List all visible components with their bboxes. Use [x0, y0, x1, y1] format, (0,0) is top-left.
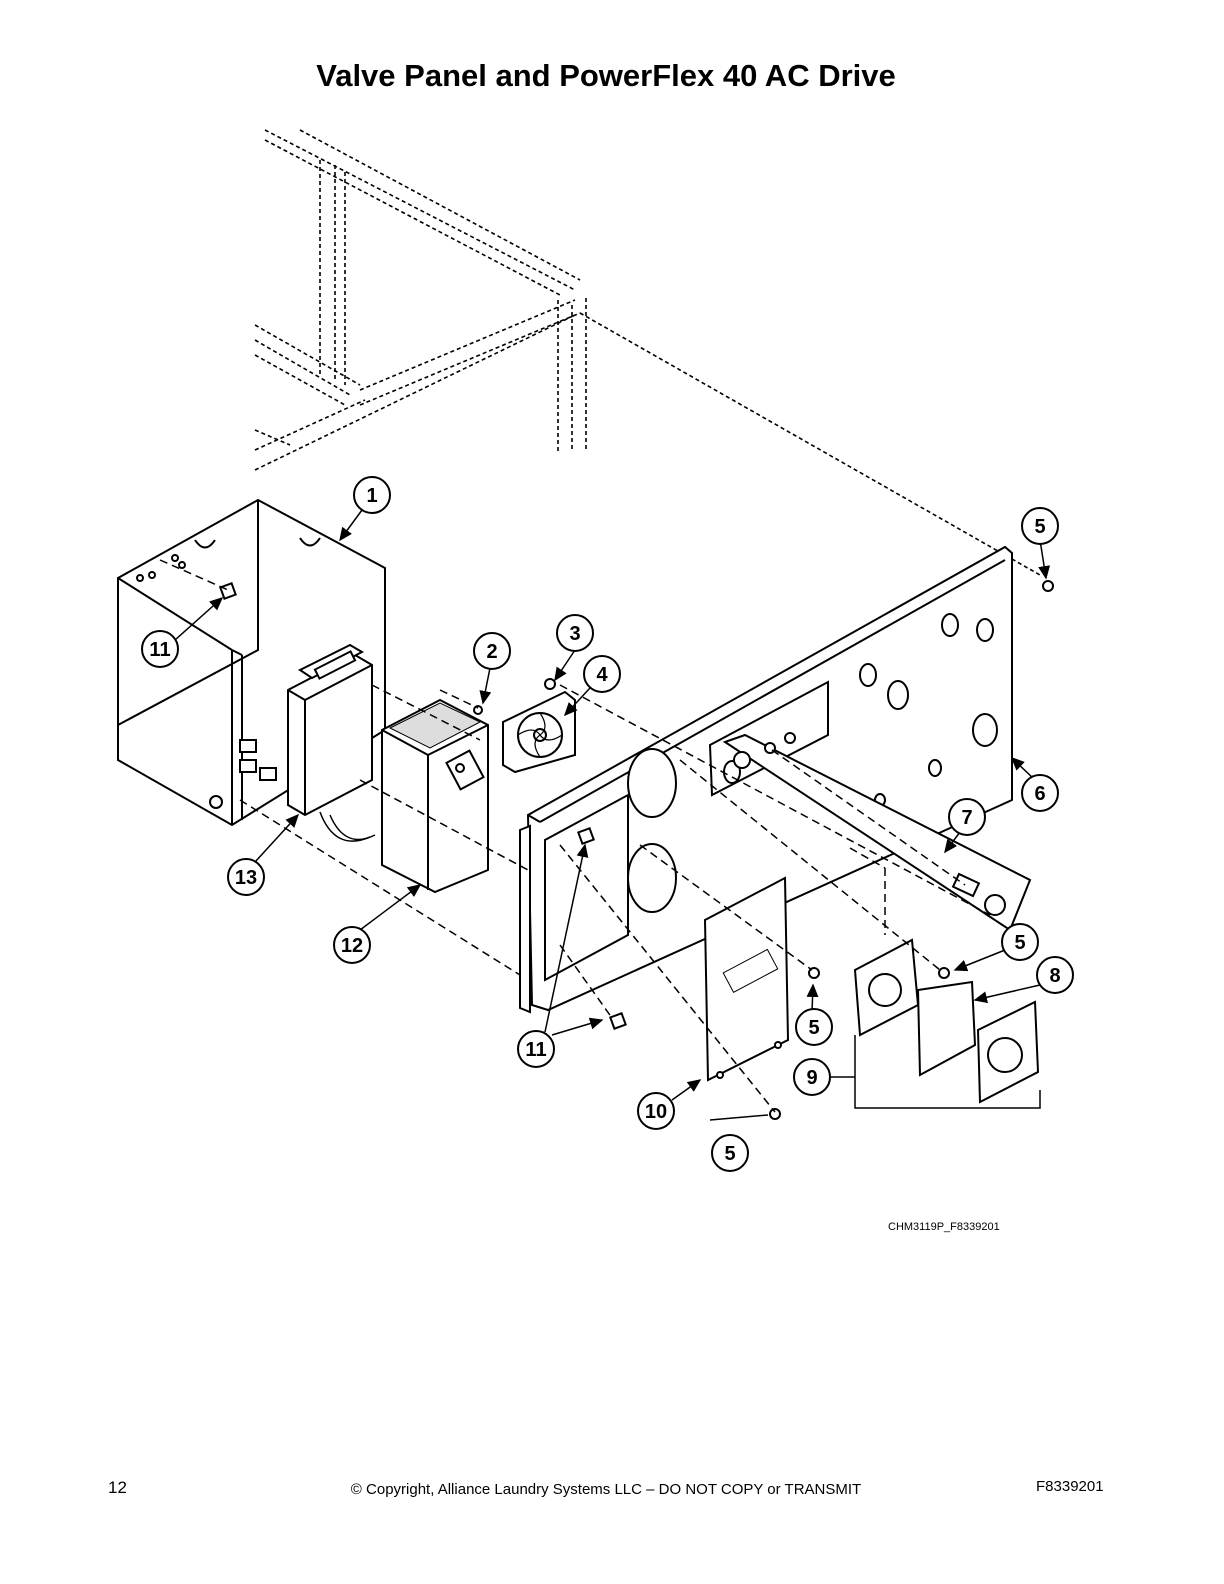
callout-13: 13 — [227, 858, 265, 896]
page-number: 12 — [108, 1478, 127, 1497]
terminal-module — [287, 643, 376, 842]
cover-plate — [703, 876, 790, 1082]
callout-5: 5 — [1021, 507, 1059, 545]
callout-label: 5 — [1014, 932, 1025, 954]
callout-5: 5 — [1001, 923, 1039, 961]
callout-label: 13 — [235, 867, 257, 889]
callout-circle — [637, 1092, 675, 1130]
callout-label: 1 — [366, 485, 377, 507]
leader-lines — [174, 509, 1051, 1121]
callout-circle — [353, 476, 391, 514]
callout-12: 12 — [333, 926, 371, 964]
callout-circle — [1001, 923, 1039, 961]
callout-10: 10 — [637, 1092, 675, 1130]
cooling-fan — [502, 690, 576, 774]
figure-code: CHM3119P_F8339201 — [888, 1221, 1000, 1233]
callout-1: 1 — [353, 476, 391, 514]
callout-label: 4 — [596, 664, 608, 686]
callout-label: 9 — [806, 1067, 817, 1089]
nut — [544, 678, 556, 690]
callout-label: 7 — [961, 807, 972, 829]
callout-7: 7 — [948, 798, 986, 836]
callout-circle — [141, 630, 179, 668]
callout-label: 6 — [1034, 783, 1045, 805]
callout-label: 3 — [569, 623, 580, 645]
callout-circle — [795, 1008, 833, 1046]
callout-label: 2 — [486, 641, 497, 663]
callout-circle — [583, 655, 621, 693]
callout-3: 3 — [556, 614, 594, 652]
copyright-notice: © Copyright, Alliance Laundry Systems LL… — [350, 1481, 862, 1498]
callout-circle — [1021, 774, 1059, 812]
callout-4: 4 — [583, 655, 621, 693]
callout-9: 9 — [793, 1058, 831, 1096]
screw — [473, 705, 483, 715]
callout-circle — [556, 614, 594, 652]
callout-circle — [517, 1030, 555, 1068]
callout-circle — [473, 632, 511, 670]
callout-6: 6 — [1021, 774, 1059, 812]
callout-circle — [948, 798, 986, 836]
callout-circle — [793, 1058, 831, 1096]
callout-label: 5 — [808, 1017, 819, 1039]
callout-label: 12 — [341, 935, 363, 957]
valve-panel — [519, 545, 1013, 1014]
callout-label: 8 — [1049, 965, 1060, 987]
callout-8: 8 — [1036, 956, 1074, 994]
assembly-lines — [159, 559, 991, 1113]
page-title: Valve Panel and PowerFlex 40 AC Drive — [316, 58, 896, 93]
callout-label: 5 — [724, 1143, 735, 1165]
callout-circle — [711, 1134, 749, 1172]
fitting-bracket — [722, 732, 1032, 932]
hardware — [219, 580, 1054, 1120]
callout-5: 5 — [711, 1134, 749, 1172]
callout-label: 10 — [645, 1101, 667, 1123]
fan-filter-assembly — [853, 938, 1041, 1109]
callout-circle — [1036, 956, 1074, 994]
callout-11: 11 — [517, 1030, 555, 1068]
callout-5: 5 — [795, 1008, 833, 1046]
callout-label: 11 — [149, 639, 170, 661]
callout-circle — [1021, 507, 1059, 545]
machine-frame-phantom — [254, 129, 1041, 576]
callout-circle — [333, 926, 371, 964]
document-code: F8339201 — [1036, 1478, 1104, 1495]
callout-circle — [227, 858, 265, 896]
callout-2: 2 — [473, 632, 511, 670]
callout-label: 11 — [525, 1039, 546, 1061]
callout-11: 11 — [141, 630, 179, 668]
powerflex-drive — [381, 698, 489, 894]
callout-label: 5 — [1034, 516, 1045, 538]
